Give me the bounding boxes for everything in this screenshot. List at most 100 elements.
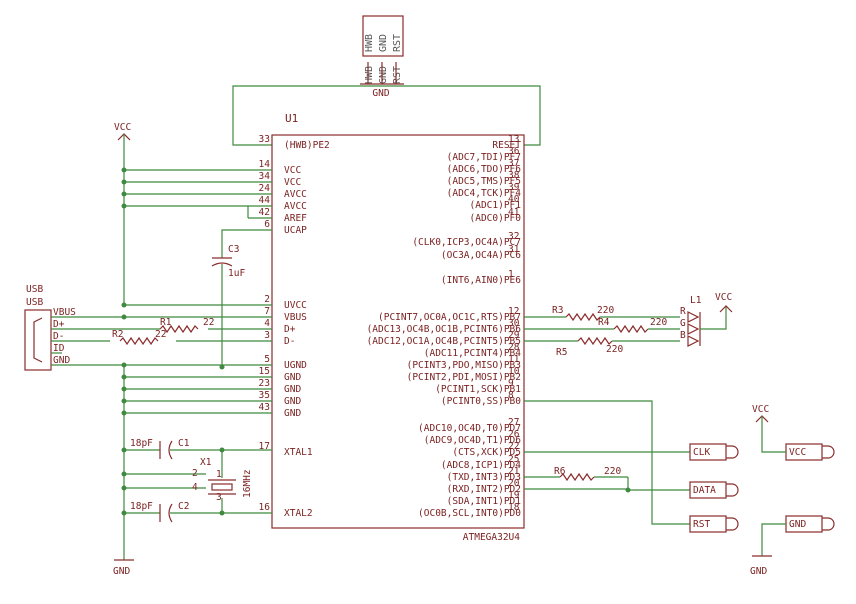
r1-name: R1 [160, 317, 172, 328]
mcu-right-pin-number: 8 [508, 390, 514, 401]
mcu-right-pin-number: 25 [508, 454, 519, 465]
mcu-left-pin-name: (HWB)PE2 [284, 140, 330, 151]
top-header-pin-label-lower: RST [392, 66, 403, 84]
mcu-left-pin-name: XTAL2 [284, 508, 313, 519]
mcu-left-pin-number: 2 [264, 294, 270, 305]
mcu-right-pin-name: (ADC11,PCINT4)PB4 [424, 348, 522, 359]
c1-value: 18pF [130, 438, 153, 449]
mcu-right-pin-name: (ADC12,OC1A,OC4B,PCINT5)PB5 [367, 336, 521, 347]
usb-value: USB [26, 297, 43, 308]
mcu-left-pin-name: AVCC [284, 201, 307, 212]
mcu-left-pin-name: VCC [284, 165, 301, 176]
r6-name: R6 [554, 466, 566, 477]
mcu-left-pin-number: 5 [264, 354, 270, 365]
mcu-left-pin-number: 3 [264, 330, 270, 341]
top-header-pin-label-lower: HWB [364, 66, 375, 84]
mcu-left-pin-number: 35 [259, 390, 270, 401]
mcu-left-pin-number: 34 [259, 171, 271, 182]
x1-pin4: 4 [192, 482, 198, 493]
mcu-right-pin-number: 20 [508, 478, 520, 489]
mcu-right-pin-number: 1 [508, 269, 514, 280]
c2-name: C2 [178, 501, 189, 512]
mcu-right-pin-number: 40 [508, 194, 520, 205]
mcu-left-pin-name: GND [284, 408, 301, 419]
c3-capacitor: C3 1uF [211, 229, 272, 370]
mcu-right-pin-number: 9 [508, 378, 514, 389]
mcu-right-pin-number: 36 [508, 146, 520, 157]
led-section: R3 220 R4 220 R5 220 R G B L1 VCC [524, 292, 733, 358]
mcu-right-pin-name: (PCINT1,SCK)PB1 [435, 384, 521, 395]
mcu-name: U1 [285, 112, 298, 125]
led-g-label: G [680, 318, 686, 329]
top-header-pin-label-lower: GND [378, 66, 389, 84]
mcu-left-pin-name: GND [284, 396, 301, 407]
mcu-right-pin-number: 31 [508, 244, 520, 255]
mcu-left-pin-name: XTAL1 [284, 447, 313, 458]
vcc-rail-wires [121, 167, 272, 308]
signal-wires: R6 220 [524, 400, 690, 525]
usb-body [24, 309, 52, 371]
mcu-right-pin-name: (CTS,XCK)PD5 [452, 447, 521, 458]
usb-name: USB [26, 284, 43, 295]
connector-data: DATA [689, 481, 739, 499]
r3-name: R3 [552, 305, 563, 316]
mcu-right-pins: RESET13(ADC7,TDI)PF736(ADC6,TDO)PF637(AD… [367, 134, 522, 519]
top-header-pin-label: HWB [364, 34, 375, 52]
mcu-right-pin-name: (RXD,INT2)PD2 [447, 484, 521, 495]
mcu-right-pin-number: 26 [508, 429, 520, 440]
mcu-right-pin-name: (ADC1)PF1 [470, 200, 522, 211]
mcu-left-pin-name: VBUS [284, 312, 307, 323]
mcu-right-pin-number: 10 [508, 366, 520, 377]
led-diode-icon [687, 311, 700, 323]
led-b-label: B [680, 330, 686, 341]
usb-pin-label: VBUS [53, 307, 76, 318]
mcu-right-pin-name: (ADC10,OC4D,T0)PD7 [418, 423, 521, 434]
usb-pin-label: GND [53, 355, 70, 366]
mcu-right-pin-name: (CLK0,ICP3,OC4A)PC7 [412, 237, 521, 248]
mcu-left-pin-name: D+ [284, 324, 296, 335]
mcu-right-pin-name: (TXD,INT3)PD3 [447, 472, 521, 483]
mcu-right-pin-name: (PCINT7,OC0A,OC1C,RTS)PB7 [378, 312, 521, 323]
mcu-right-pin-number: 11 [508, 354, 520, 365]
mcu-left-pin-number: 42 [259, 207, 270, 218]
top-header-body [362, 15, 404, 57]
r5-name: R5 [556, 347, 567, 358]
led-r-label: R [680, 306, 686, 317]
mcu-left-pin-number: 14 [259, 159, 271, 170]
x1-pin3: 3 [216, 492, 222, 503]
mcu-left-pin-name: AVCC [284, 189, 307, 200]
x1-pin1: 1 [216, 469, 222, 480]
mcu-right-pin-number: 30 [508, 318, 520, 329]
connector-label: DATA [693, 485, 716, 496]
mcu-right-pin-name: (ADC9,OC4D,T1)PD6 [424, 435, 522, 446]
r5-value: 220 [606, 344, 623, 355]
vcc-label-right: VCC [752, 404, 769, 415]
x1-pin2: 2 [192, 468, 198, 479]
gnd-label-right: GND [750, 566, 767, 577]
mcu-right-pin-number: 39 [508, 182, 520, 193]
usb-pin-label: ID [53, 343, 65, 354]
mcu-right-pin-name: RESET [492, 140, 521, 151]
c2-value: 18pF [130, 501, 153, 512]
mcu-left-pin-number: 17 [259, 441, 270, 452]
connector-label: GND [789, 519, 806, 530]
gnd-rail: GND [113, 365, 272, 577]
mcu-left-pin-number: 15 [259, 366, 270, 377]
r6-value: 220 [604, 466, 621, 477]
mcu-right-pin-number: 41 [508, 207, 520, 218]
mcu-right-pin-name: (ADC8,ICP1)PD4 [441, 460, 521, 471]
top-header-pin-label: RST [392, 34, 403, 52]
top-header-label: GND [372, 88, 389, 99]
vcc-symbol-left: VCC [114, 122, 131, 305]
mcu-left-pin-name: UVCC [284, 300, 307, 311]
vcc-label-led: VCC [715, 292, 732, 303]
r4-value: 220 [650, 317, 667, 328]
connector-rst: RST [689, 515, 739, 533]
mcu-right-pin-number: 38 [508, 170, 520, 181]
x1-name: X1 [200, 457, 212, 468]
led-diode-icon [687, 323, 700, 335]
vcc-label-left: VCC [114, 122, 131, 133]
mcu-right-pin-name: (ADC6,TDO)PF6 [447, 164, 522, 175]
